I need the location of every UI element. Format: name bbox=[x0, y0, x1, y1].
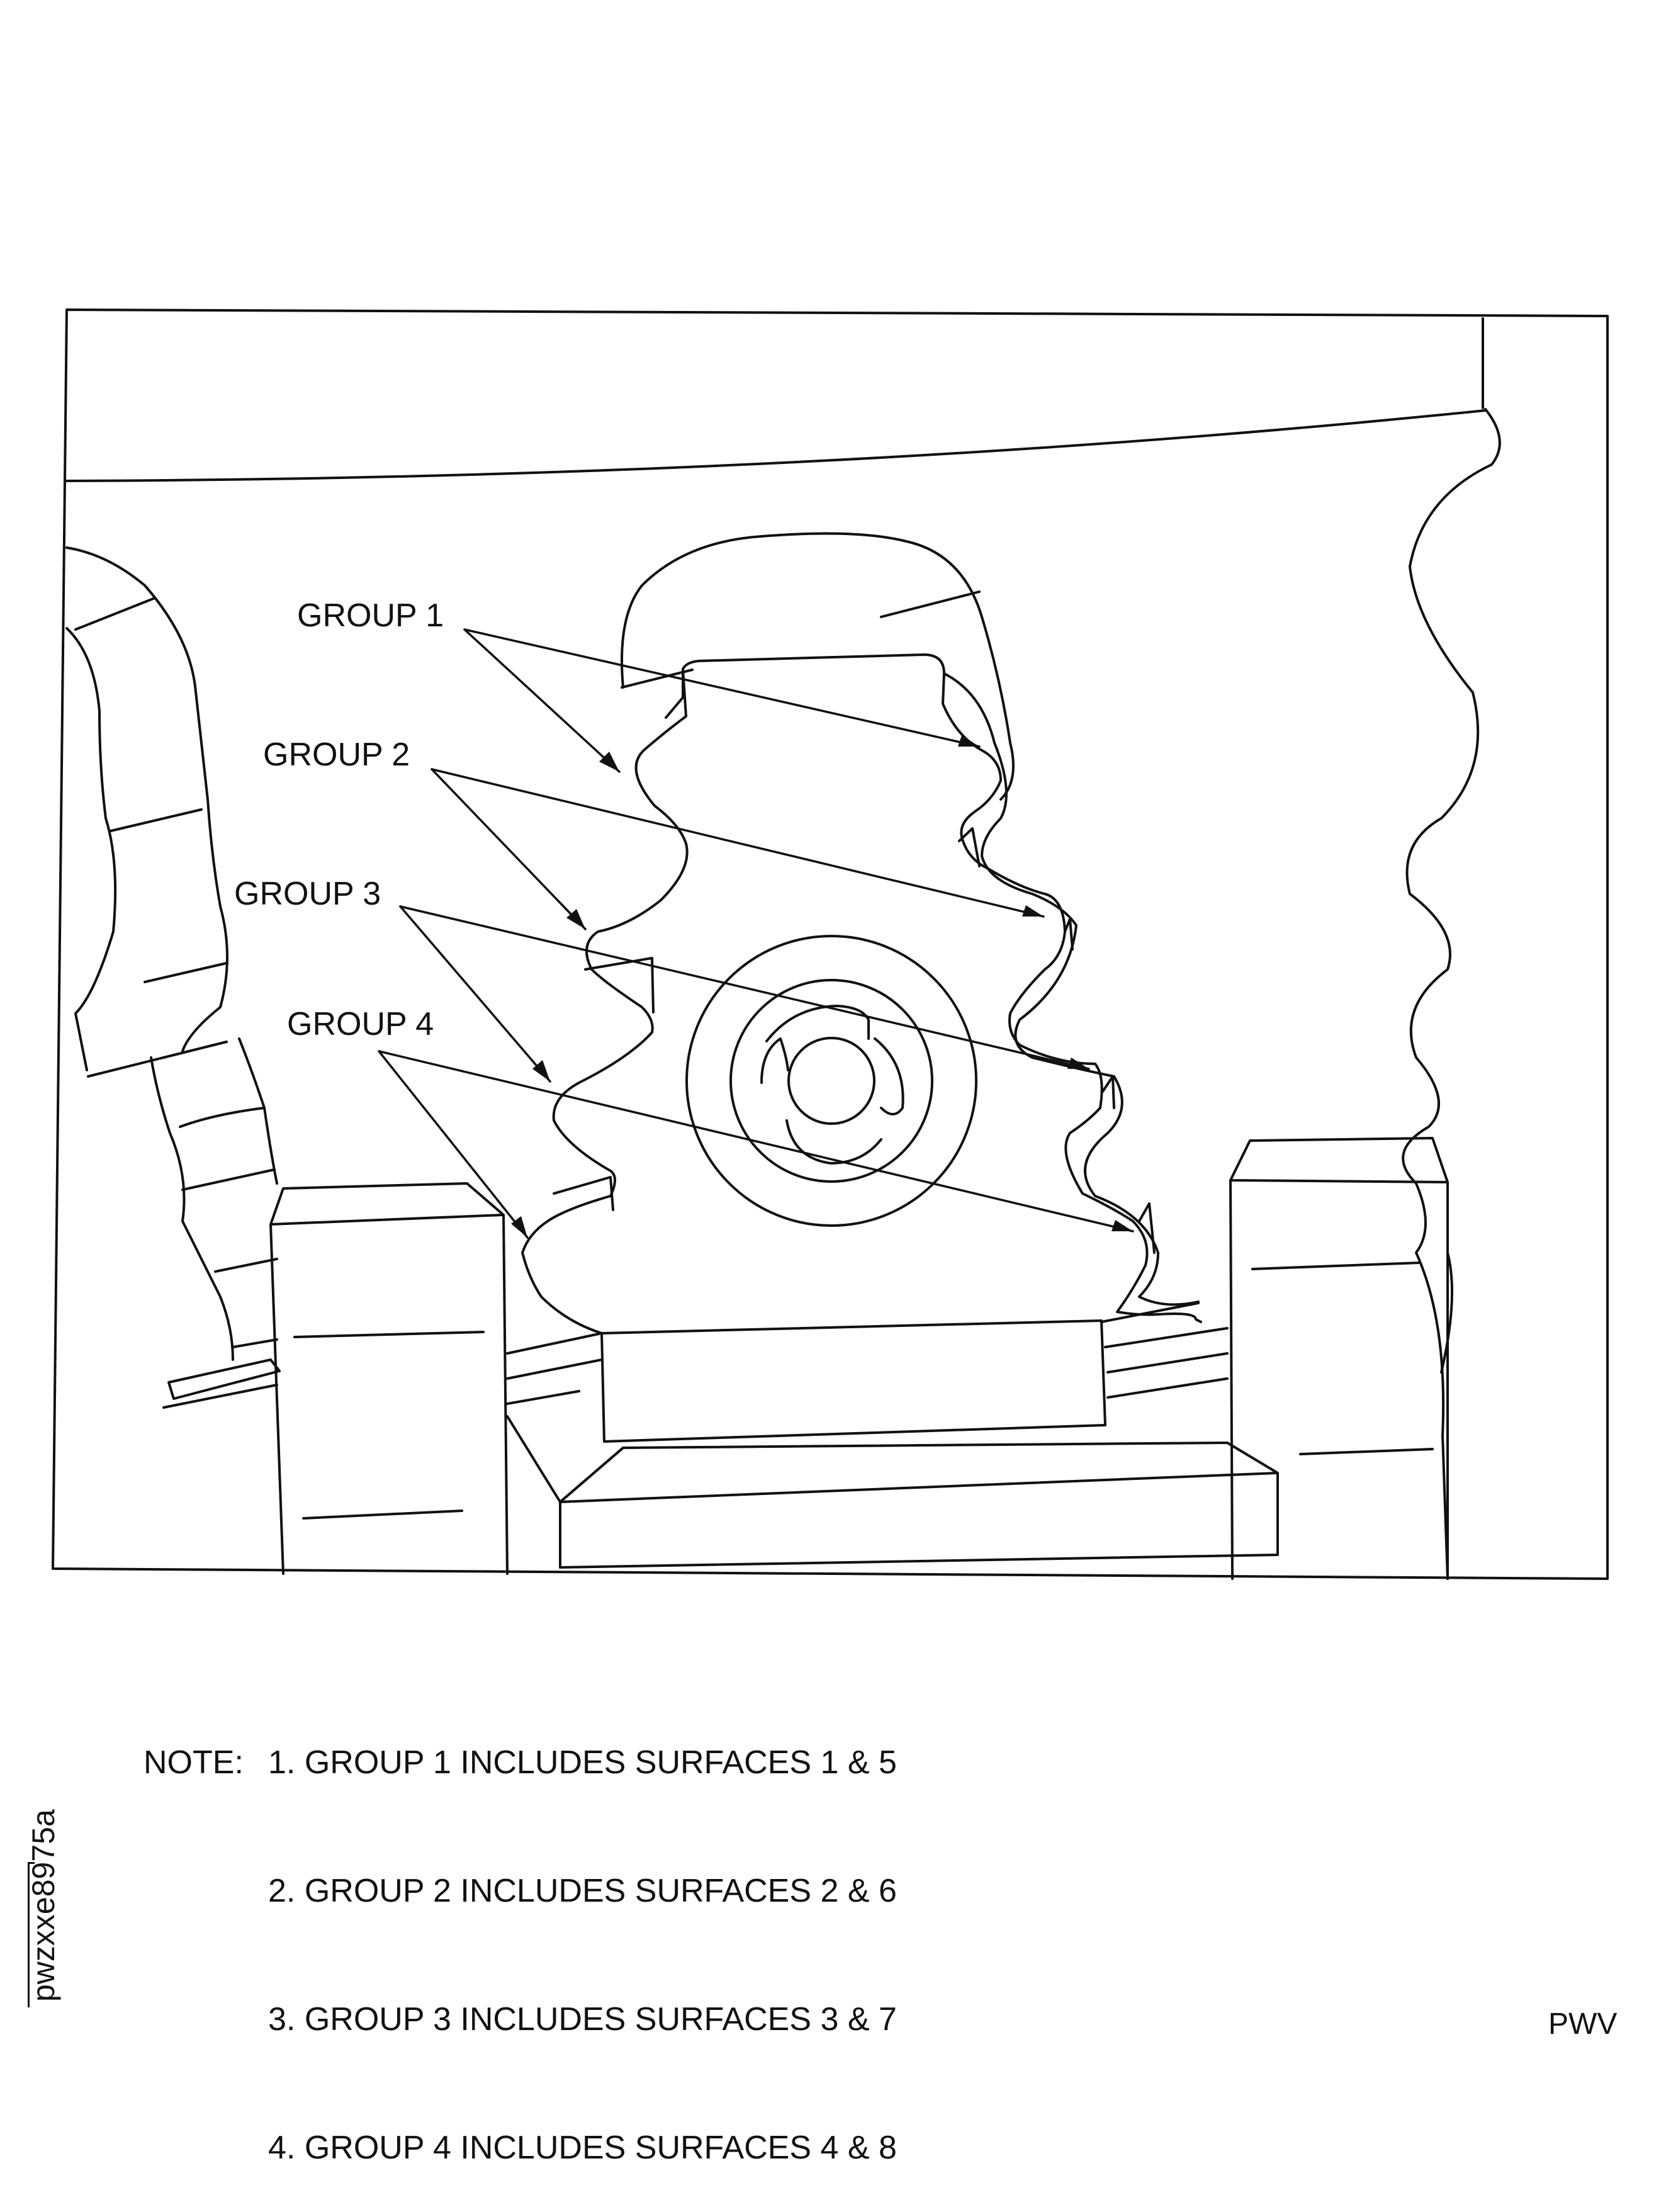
arrowhead-3b bbox=[1067, 1058, 1089, 1069]
platform-band bbox=[64, 409, 1487, 482]
left-root-hatch-4 bbox=[232, 1338, 278, 1348]
left-blade-hatch-1 bbox=[74, 597, 156, 631]
arrowhead-2b bbox=[1022, 905, 1044, 917]
leader-group-3-b bbox=[399, 905, 1090, 1070]
callout-group-2: GROUP 2 bbox=[263, 736, 410, 773]
firtree-right-lobe-2 bbox=[1064, 918, 1074, 951]
arrowhead-1b bbox=[958, 735, 979, 747]
firtree-ledge-2 bbox=[553, 1176, 614, 1211]
figure-id-bracket bbox=[28, 1862, 35, 2007]
shaft-retainer-bottom bbox=[785, 1119, 882, 1165]
lower-step-right bbox=[1100, 1302, 1229, 1399]
firtree-right-lobe-3 bbox=[1101, 1075, 1115, 1109]
callout-group-4: GROUP 4 bbox=[287, 1006, 434, 1042]
left-root-1 bbox=[87, 1041, 228, 1078]
notes-block: NOTE:1. GROUP 1 INCLUDES SURFACES 1 & 5 … bbox=[144, 1656, 897, 2212]
leader-group-3-a bbox=[399, 905, 551, 1083]
arrowhead-4b bbox=[1112, 1220, 1133, 1231]
lower-block-base bbox=[559, 1442, 1279, 1569]
leader-group-4-b bbox=[378, 1050, 1134, 1233]
left-post-hatch-1 bbox=[293, 1331, 485, 1338]
firtree-root bbox=[682, 653, 1202, 1323]
frame-outline bbox=[52, 308, 1609, 1580]
left-root-hatch-1 bbox=[179, 1107, 266, 1128]
center-blade-airfoil bbox=[621, 532, 1015, 801]
left-blade bbox=[65, 546, 228, 1052]
left-post bbox=[269, 1182, 509, 1575]
corner-code: PWV bbox=[1548, 2007, 1618, 2041]
left-blade-hatch-2 bbox=[110, 808, 203, 832]
leader-group-2-b bbox=[431, 768, 1045, 918]
arrowhead-1a bbox=[599, 752, 619, 772]
lower-block-base-face bbox=[559, 1472, 1279, 1503]
note-line-3: 3. GROUP 3 INCLUDES SURFACES 3 & 7 bbox=[144, 1998, 897, 2041]
shaft-middle-ring bbox=[729, 979, 933, 1183]
slot-right-edge bbox=[943, 672, 1200, 1306]
firtree-root-left bbox=[521, 668, 689, 1335]
lower-step-left bbox=[506, 1332, 603, 1405]
arrowhead-2a bbox=[566, 909, 585, 929]
right-disk-post bbox=[1402, 408, 1501, 1580]
left-root-ledge-2 bbox=[162, 1384, 278, 1409]
leader-group-4-a bbox=[378, 1050, 529, 1239]
right-post-curve bbox=[1440, 1251, 1453, 1374]
left-blade-hatch-3 bbox=[144, 962, 228, 983]
turbine-disk-firtree-slot-diagram: GROUP 1 GROUP 2 GROUP 3 GROUP 4 bbox=[52, 308, 1609, 1580]
left-blade-inner bbox=[65, 627, 117, 1071]
leader-arrowheads bbox=[511, 735, 1133, 1238]
note-line-4: 4. GROUP 4 INCLUDES SURFACES 4 & 8 bbox=[144, 2126, 897, 2169]
right-post-hatch-1 bbox=[1251, 1261, 1421, 1270]
lower-block-top bbox=[600, 1319, 1106, 1443]
left-post-hatch-2 bbox=[302, 1509, 463, 1520]
shaft-retainer-left bbox=[760, 1037, 789, 1084]
right-post-hatch-2 bbox=[1299, 1448, 1434, 1455]
callout-group-1: GROUP 1 bbox=[297, 597, 444, 634]
callout-group-3: GROUP 3 bbox=[234, 876, 381, 912]
left-root-2 bbox=[150, 1056, 234, 1361]
leader-lines bbox=[378, 628, 1134, 1239]
shaft-retainer-right bbox=[874, 1037, 904, 1115]
lower-block-side bbox=[506, 1415, 624, 1503]
note-item-1: 1. GROUP 1 INCLUDES SURFACES 1 & 5 bbox=[268, 1744, 897, 1781]
note-line-2: 2. GROUP 2 INCLUDES SURFACES 2 & 6 bbox=[144, 1870, 897, 1912]
leader-group-2-a bbox=[431, 768, 587, 930]
shaft-outer-ring bbox=[685, 935, 977, 1227]
firtree-ledge-1 bbox=[584, 957, 655, 1013]
arrowhead-4a bbox=[511, 1216, 527, 1238]
shaft-retainer-top bbox=[765, 1005, 870, 1042]
center-blade-hatch-1 bbox=[880, 590, 981, 618]
leader-group-1-b bbox=[463, 628, 981, 748]
shaft-inner-ring bbox=[787, 1037, 875, 1125]
left-root-hatch-2 bbox=[181, 1168, 276, 1191]
right-post bbox=[1229, 1137, 1449, 1580]
firtree-right-lobe-1 bbox=[958, 827, 981, 867]
center-blade-hatch-2 bbox=[621, 669, 694, 689]
note-item-2: 2. GROUP 2 INCLUDES SURFACES 2 & 6 bbox=[268, 1873, 897, 1909]
figure-id: pwzxxe8975a bbox=[26, 1809, 61, 2002]
note-line-1: NOTE: 1. GROUP 1 INCLUDES SURFACES 1 & 5 bbox=[144, 1741, 897, 1784]
arrowhead-3a bbox=[532, 1060, 550, 1081]
left-root-ledge bbox=[167, 1358, 281, 1400]
note-item-4: 4. GROUP 4 INCLUDES SURFACES 4 & 8 bbox=[268, 2130, 897, 2166]
leader-group-1-a bbox=[463, 628, 621, 773]
firtree-right-lobe-4 bbox=[1138, 1202, 1156, 1254]
note-item-3: 3. GROUP 3 INCLUDES SURFACES 3 & 7 bbox=[268, 2001, 897, 2038]
left-root-hatch-3 bbox=[214, 1258, 278, 1273]
note-heading: NOTE: bbox=[144, 1744, 244, 1781]
